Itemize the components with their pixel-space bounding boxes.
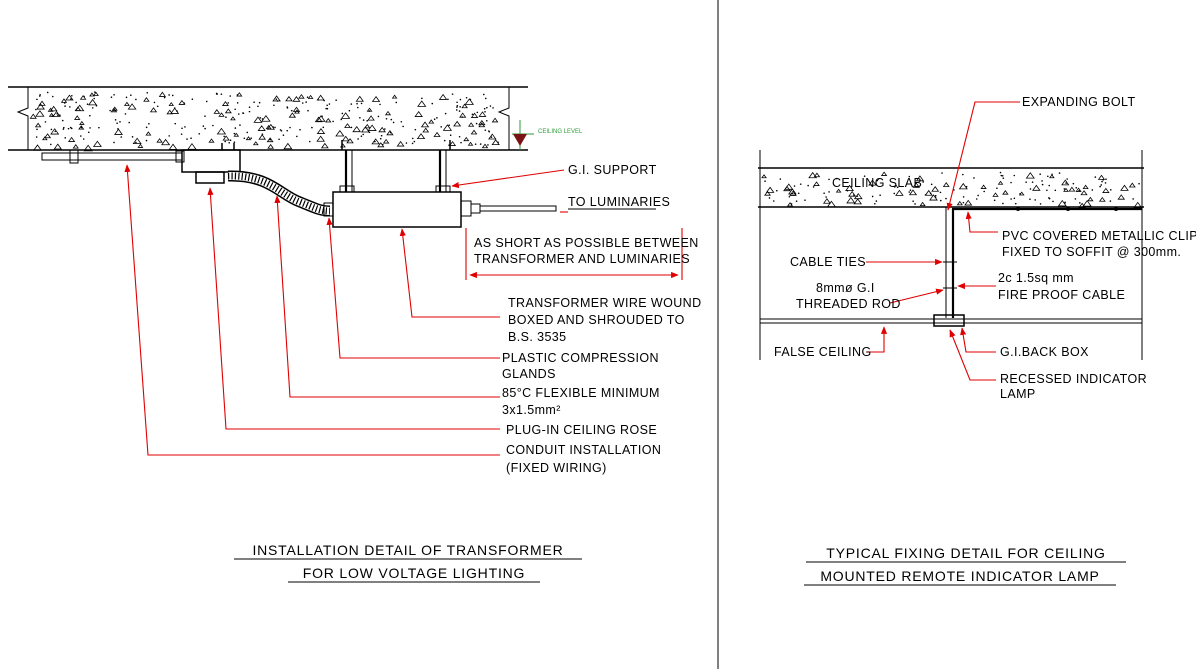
- concrete-slab: [8, 86, 528, 152]
- left-title-1: INSTALLATION DETAIL OF TRANSFORMER: [252, 542, 563, 558]
- fire-cable-label-2: FIRE PROOF CABLE: [998, 288, 1125, 302]
- cable-ties-label: CABLE TIES: [790, 255, 866, 269]
- conduit-label-2: (FIXED WIRING): [506, 461, 607, 475]
- pvc-clip-label-2: FIXED TO SOFFIT @ 300mm.: [1002, 245, 1181, 259]
- expanding-bolt-label: EXPANDING BOLT: [1022, 95, 1136, 109]
- recessed-lamp-label-1: RECESSED INDICATOR: [1000, 372, 1147, 386]
- transformer-label-1: TRANSFORMER WIRE WOUND: [508, 296, 702, 310]
- right-title-2: MOUNTED REMOTE INDICATOR LAMP: [820, 568, 1099, 584]
- conduit: [41, 149, 185, 164]
- concrete-stipple: [29, 91, 500, 152]
- conduit-label-1: CONDUIT INSTALLATION: [506, 443, 661, 457]
- flexible-cable: [227, 170, 331, 217]
- pvc-clip-label-1: PVC COVERED METALLIC CLIP: [1002, 229, 1196, 243]
- rod-label-1: 8mmø G.I: [816, 281, 875, 295]
- false-ceiling-label: FALSE CEILING: [774, 345, 872, 359]
- to-luminaries-label: TO LUMINARIES: [568, 195, 670, 209]
- gi-support-label: G.I. SUPPORT: [568, 163, 657, 177]
- plastic-glands-label-2: GLANDS: [502, 367, 556, 381]
- dimension-line: [465, 228, 683, 280]
- ceiling-slab-label: CEILING SLAB: [832, 176, 922, 190]
- right-leader-lines: [866, 101, 1020, 381]
- as-short-label-2: TRANSFORMER AND LUMINARIES: [474, 252, 690, 266]
- flexible-label-1: 85°C FLEXIBLE MINIMUM: [502, 386, 660, 400]
- fire-cable-label-1: 2c 1.5sq mm: [998, 271, 1074, 285]
- soffit-cable: [952, 207, 1142, 211]
- as-short-label-1: AS SHORT AS POSSIBLE BETWEEN: [474, 236, 699, 250]
- rod-label-2: THREADED ROD: [796, 297, 901, 311]
- recessed-lamp-label-2: LAMP: [1000, 387, 1036, 401]
- back-box-label: G.I.BACK BOX: [1000, 345, 1089, 359]
- right-title-1: TYPICAL FIXING DETAIL FOR CEILING: [826, 545, 1105, 561]
- slab-stipple: [761, 171, 1143, 209]
- ceiling-level-label: CEILING LEVEL: [538, 129, 583, 135]
- left-title-2: FOR LOW VOLTAGE LIGHTING: [303, 565, 525, 581]
- transformer-box: [323, 191, 557, 228]
- ceiling-level-marker: CEILING LEVEL: [512, 120, 583, 150]
- transformer-label-2: BOXED AND SHROUDED TO: [508, 313, 685, 327]
- right-detail: CEILING SLAB: [758, 95, 1196, 586]
- transformer-label-3: B.S. 3535: [508, 330, 567, 344]
- plug-in-label: PLUG-IN CEILING ROSE: [506, 423, 657, 437]
- leader-lines: [124, 164, 568, 456]
- gi-supports: [339, 140, 451, 193]
- ceiling-slab: CEILING SLAB: [758, 150, 1144, 360]
- threaded-rod: [943, 207, 957, 318]
- flexible-label-2: 3x1.5mm²: [502, 403, 561, 417]
- ceiling-rose: [181, 143, 241, 184]
- left-detail: CEILING LEVEL: [8, 86, 702, 583]
- false-ceiling: [760, 314, 1142, 327]
- plastic-glands-label-1: PLASTIC COMPRESSION: [502, 351, 659, 365]
